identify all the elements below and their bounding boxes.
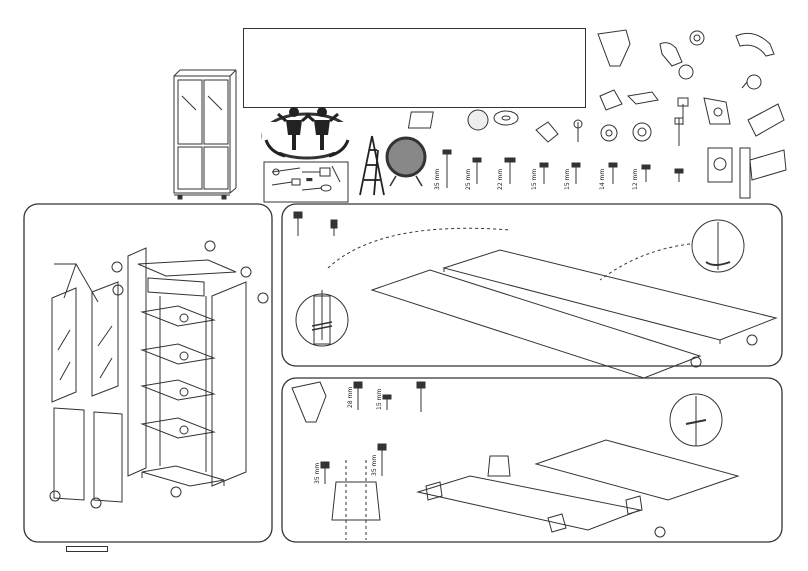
screw-length-label: 22 mm xyxy=(497,169,504,190)
step-2-panel xyxy=(281,203,783,379)
protective-mat-icon xyxy=(385,136,427,187)
step-3-panel xyxy=(281,377,783,543)
two-persons-icon xyxy=(261,107,354,160)
screw-length-label: 35 mm xyxy=(371,455,378,476)
screw-row xyxy=(442,149,684,188)
tools-box: = xyxy=(263,161,349,203)
screw-length-label: 28 mm xyxy=(347,387,354,408)
screw-length-label: 14 mm xyxy=(599,169,606,190)
screw-length-label: 35 mm xyxy=(434,169,441,190)
hardware-parts xyxy=(407,29,787,199)
screw-length-label: 25 mm xyxy=(465,169,472,190)
screw-length-label: 12 mm xyxy=(632,169,639,190)
screw-length-label: 35 mm xyxy=(314,463,321,484)
cabinet-thumbnail xyxy=(173,69,237,200)
page-marker xyxy=(66,546,108,552)
screw-length-label: 15 mm xyxy=(564,169,571,190)
screw-length-label: 15 mm xyxy=(376,389,383,410)
svg-text:=: = xyxy=(306,175,313,184)
exploded-view-panel xyxy=(23,203,273,543)
screw-length-label: 15 mm xyxy=(531,169,538,190)
screw-length-labels: 35 mm 25 mm 22 mm 15 mm 15 mm 14 mm 12 m… xyxy=(434,169,639,190)
step-3-length-labels: 28 mm 15 mm 35 mm 35 mm xyxy=(314,387,383,484)
title-box xyxy=(243,28,586,108)
ladder-icon xyxy=(359,135,385,196)
